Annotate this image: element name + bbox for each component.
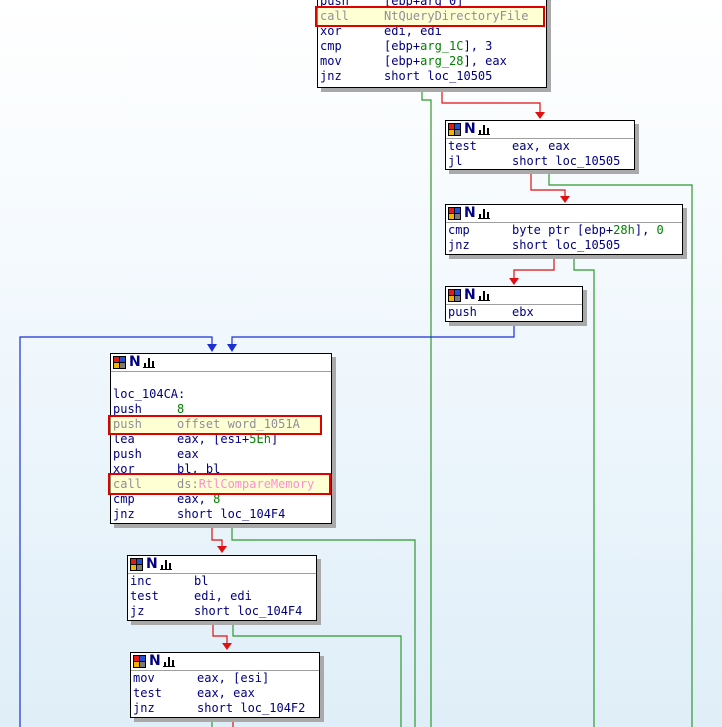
arrow-b6	[222, 643, 232, 650]
graph-node-grid-icon	[448, 206, 461, 220]
edge-b4-true	[231, 524, 416, 727]
graph-node-bars-icon	[477, 289, 490, 301]
graph-node-grid-icon	[130, 557, 143, 571]
edge-b3-to-loop	[231, 322, 515, 346]
insn-row[interactable]: push[ebp+arg_0]	[320, 0, 464, 8]
arrow-b2	[560, 196, 570, 203]
node-header[interactable]: N	[131, 653, 319, 671]
arrow-b4-right	[227, 344, 237, 352]
edge-b5-false	[212, 621, 228, 645]
arrow-b4-left	[207, 344, 217, 352]
blank-row	[113, 372, 329, 387]
edge-b5-true	[232, 621, 402, 727]
graph-node-n-icon: N	[146, 556, 158, 572]
node-header[interactable]: N	[111, 354, 331, 372]
insn-row[interactable]: mov[ebp+arg_28], eax	[320, 54, 507, 68]
graph-node-n-icon: N	[129, 354, 141, 370]
edge-b2-false	[513, 255, 555, 280]
edge-b0-true	[421, 88, 432, 727]
graph-node-n-icon: N	[149, 653, 161, 669]
graph-node-grid-icon	[113, 355, 126, 369]
graph-node-bars-icon	[162, 655, 175, 667]
node-header[interactable]: N	[446, 121, 634, 139]
node-header[interactable]: N	[128, 556, 316, 574]
graph-node-grid-icon	[448, 288, 461, 302]
graph-node-bars-icon	[477, 123, 490, 135]
arrow-b1	[535, 112, 545, 119]
insn-row[interactable]: cmp[ebp+arg_1C], 3	[320, 39, 493, 53]
arrow-b3	[509, 278, 519, 285]
graph-node-n-icon: N	[464, 121, 476, 137]
edge-b0-false	[441, 88, 541, 114]
graph-node-bars-icon	[477, 207, 490, 219]
code-label[interactable]: loc_104CA:	[113, 387, 186, 401]
graph-node-n-icon: N	[464, 287, 476, 303]
edge-loop-back	[19, 336, 213, 727]
edge-b2-true	[573, 255, 595, 727]
graph-node-grid-icon	[133, 654, 146, 668]
graph-node-grid-icon	[448, 122, 461, 136]
graph-node-bars-icon	[159, 558, 172, 570]
node-header[interactable]: N	[446, 287, 582, 305]
graph-node-bars-icon	[142, 356, 155, 368]
graph-node-n-icon: N	[464, 205, 476, 221]
edge-b1-false	[530, 170, 566, 198]
node-header[interactable]: N	[446, 205, 682, 223]
arrow-b5	[217, 546, 227, 553]
edge-b1-true	[548, 170, 693, 727]
edge-b4-false	[211, 524, 223, 548]
